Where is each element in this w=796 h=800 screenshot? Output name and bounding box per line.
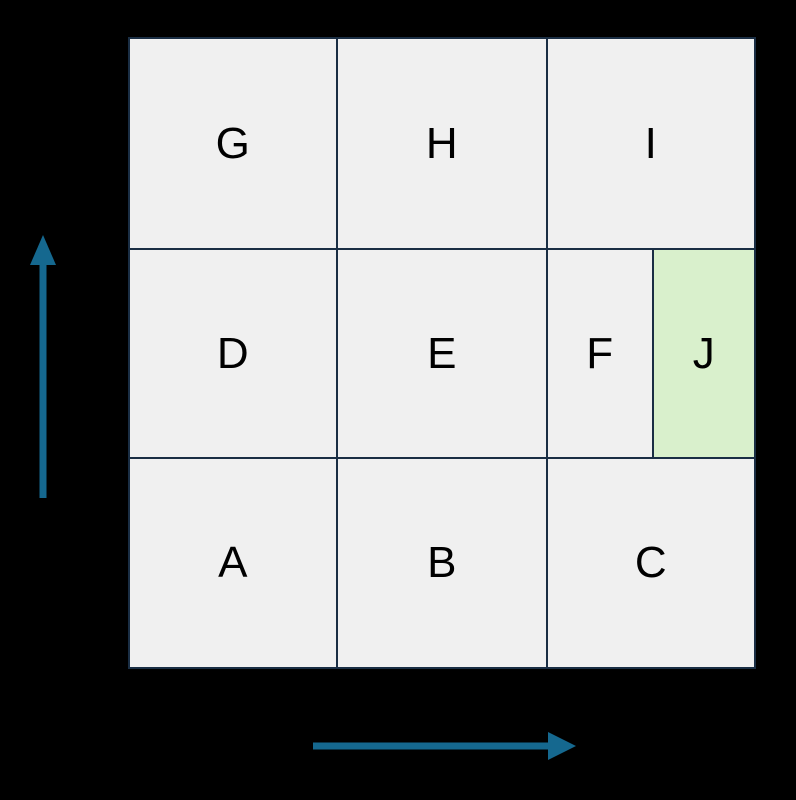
grid-cell-i[interactable]: I <box>546 37 756 250</box>
grid-cell-label: H <box>425 118 459 168</box>
arrow-right-icon <box>313 732 576 760</box>
grid-cell-e[interactable]: E <box>336 248 548 459</box>
grid-cell-label: A <box>218 538 248 587</box>
grid-cell-label: C <box>634 538 668 587</box>
grid-cell-d[interactable]: D <box>128 248 338 459</box>
grid-cell-label: D <box>216 328 250 378</box>
grid-container: G H I D E F J A B C <box>128 37 756 669</box>
grid-cell-b[interactable]: B <box>336 457 548 669</box>
grid-cell-a[interactable]: A <box>128 457 338 669</box>
grid-cell-label: F <box>586 328 614 378</box>
vertical-axis-arrow <box>30 232 56 498</box>
grid-cell-j[interactable]: J <box>652 248 756 459</box>
grid-cell-label: J <box>692 328 716 378</box>
grid-cell-label: G <box>215 118 251 168</box>
horizontal-axis-arrow <box>310 730 578 762</box>
grid-cell-label: B <box>427 538 457 587</box>
grid-cell-f[interactable]: F <box>546 248 654 459</box>
arrow-up-icon <box>30 235 56 498</box>
grid-cell-c[interactable]: C <box>546 457 756 669</box>
grid-cell-g[interactable]: G <box>128 37 338 250</box>
grid-cell-h[interactable]: H <box>336 37 548 250</box>
grid-cell-label: E <box>427 328 457 378</box>
grid-cell-label: I <box>644 118 658 168</box>
